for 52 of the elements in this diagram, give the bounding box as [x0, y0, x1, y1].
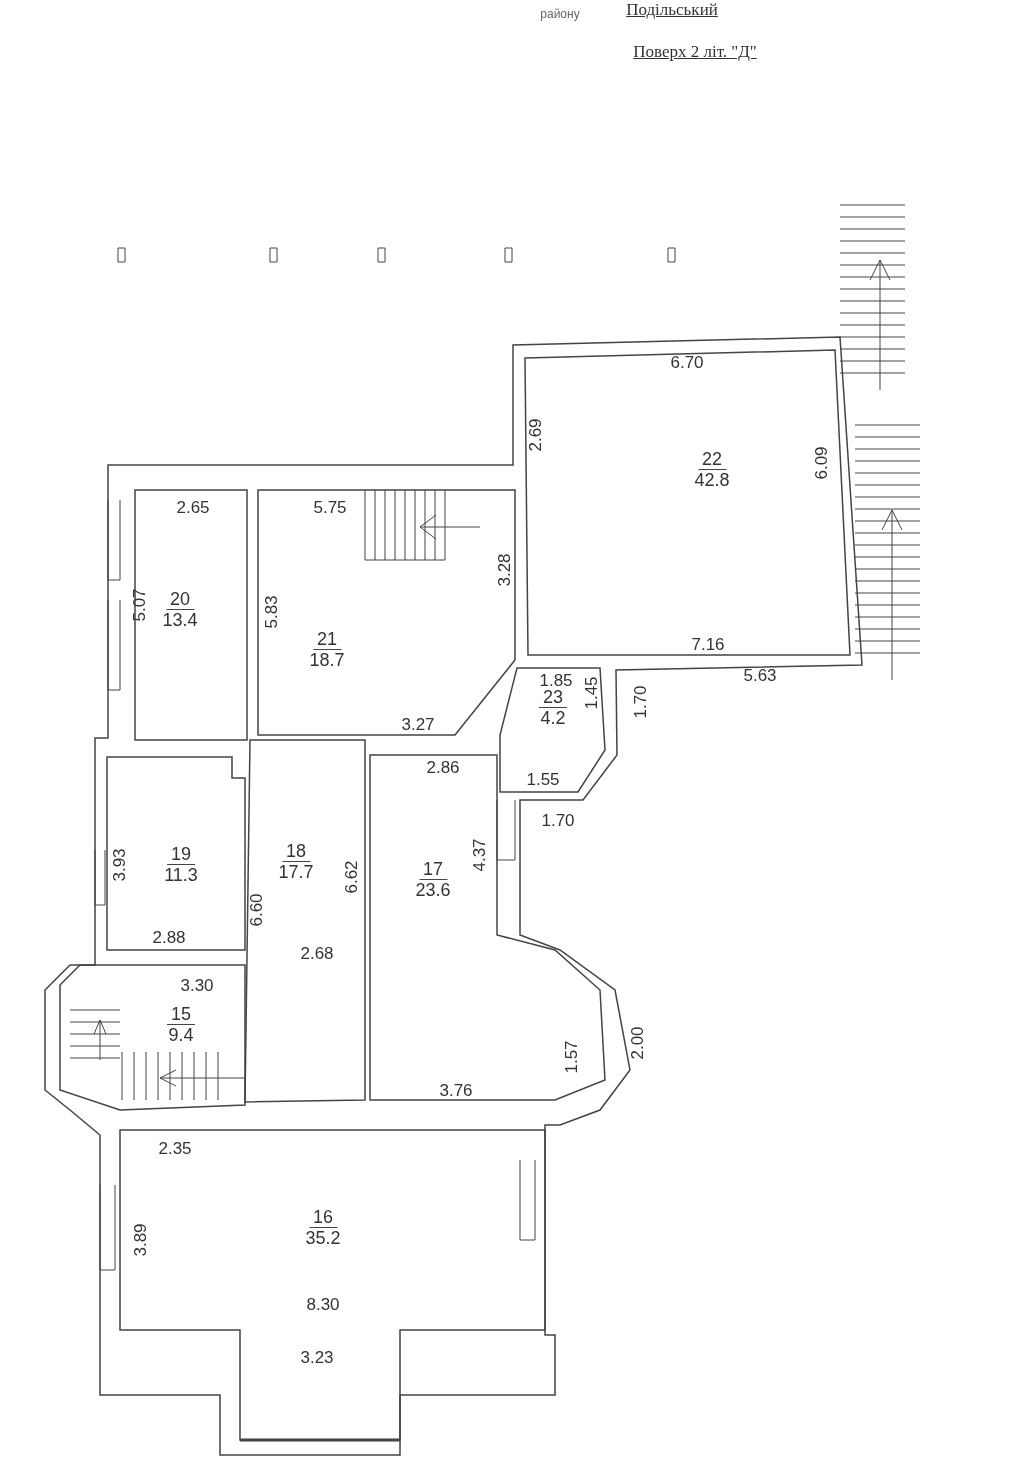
room-area: 35.2	[305, 1228, 341, 1248]
dimension-label: 8.30	[306, 1296, 340, 1314]
room-area: 42.8	[694, 470, 730, 490]
dimension-label: 3.27	[401, 716, 435, 734]
district-caption: району	[540, 6, 580, 23]
dimension-label: 2.88	[152, 929, 186, 947]
dimension-label: 3.76	[439, 1082, 473, 1100]
dimension-label: 2.00	[629, 1026, 647, 1060]
room-area: 11.3	[164, 865, 198, 885]
dimension-label: 3.28	[496, 553, 514, 587]
dimension-label: 1.70	[632, 685, 650, 719]
dimension-label: 2.65	[176, 499, 210, 517]
dimension-label: 6.70	[670, 354, 704, 372]
dimension-label: 3.30	[180, 977, 214, 995]
dimension-label: 5.83	[263, 595, 281, 629]
dimension-label: 3.89	[132, 1223, 150, 1257]
room-area: 9.4	[168, 1025, 194, 1045]
room-area: 17.7	[278, 862, 314, 882]
dimension-label: 6.62	[343, 860, 361, 894]
dimension-label: 1.57	[563, 1040, 581, 1074]
room-number: 19	[167, 845, 195, 865]
room-number: 23	[539, 688, 567, 708]
dimension-label: 7.16	[691, 636, 725, 654]
dimension-label: 1.70	[541, 812, 575, 830]
room-area: 4.2	[540, 708, 566, 728]
dimension-label: 2.69	[527, 418, 545, 452]
dimension-label: 1.45	[583, 676, 601, 710]
room-number: 22	[698, 450, 726, 470]
dimension-label: 6.09	[813, 446, 831, 480]
room-area: 23.6	[415, 880, 451, 900]
room-area: 13.4	[162, 610, 198, 630]
header-text: Поверх 2 літ. "Д"	[633, 43, 757, 61]
room-area: 18.7	[309, 650, 345, 670]
header-text: Подільський	[626, 1, 718, 19]
dimension-label: 5.07	[131, 588, 149, 622]
dimension-label: 3.23	[300, 1349, 334, 1367]
dimension-label: 3.93	[111, 848, 129, 882]
dimension-label: 2.35	[158, 1140, 192, 1158]
room-number: 21	[313, 630, 341, 650]
room-number: 16	[309, 1208, 337, 1228]
dimension-label: 1.85	[539, 672, 573, 690]
dimension-label: 4.37	[471, 838, 489, 872]
room-number: 15	[167, 1005, 195, 1025]
room-number: 18	[282, 842, 310, 862]
dimension-label: 5.63	[743, 667, 777, 685]
dimension-label: 2.68	[300, 945, 334, 963]
room-number: 20	[166, 590, 194, 610]
dimension-label: 1.55	[526, 771, 560, 789]
room-number: 17	[419, 860, 447, 880]
dimension-label: 5.75	[313, 499, 347, 517]
dimension-label: 6.60	[248, 893, 266, 927]
dimension-label: 2.86	[426, 759, 460, 777]
